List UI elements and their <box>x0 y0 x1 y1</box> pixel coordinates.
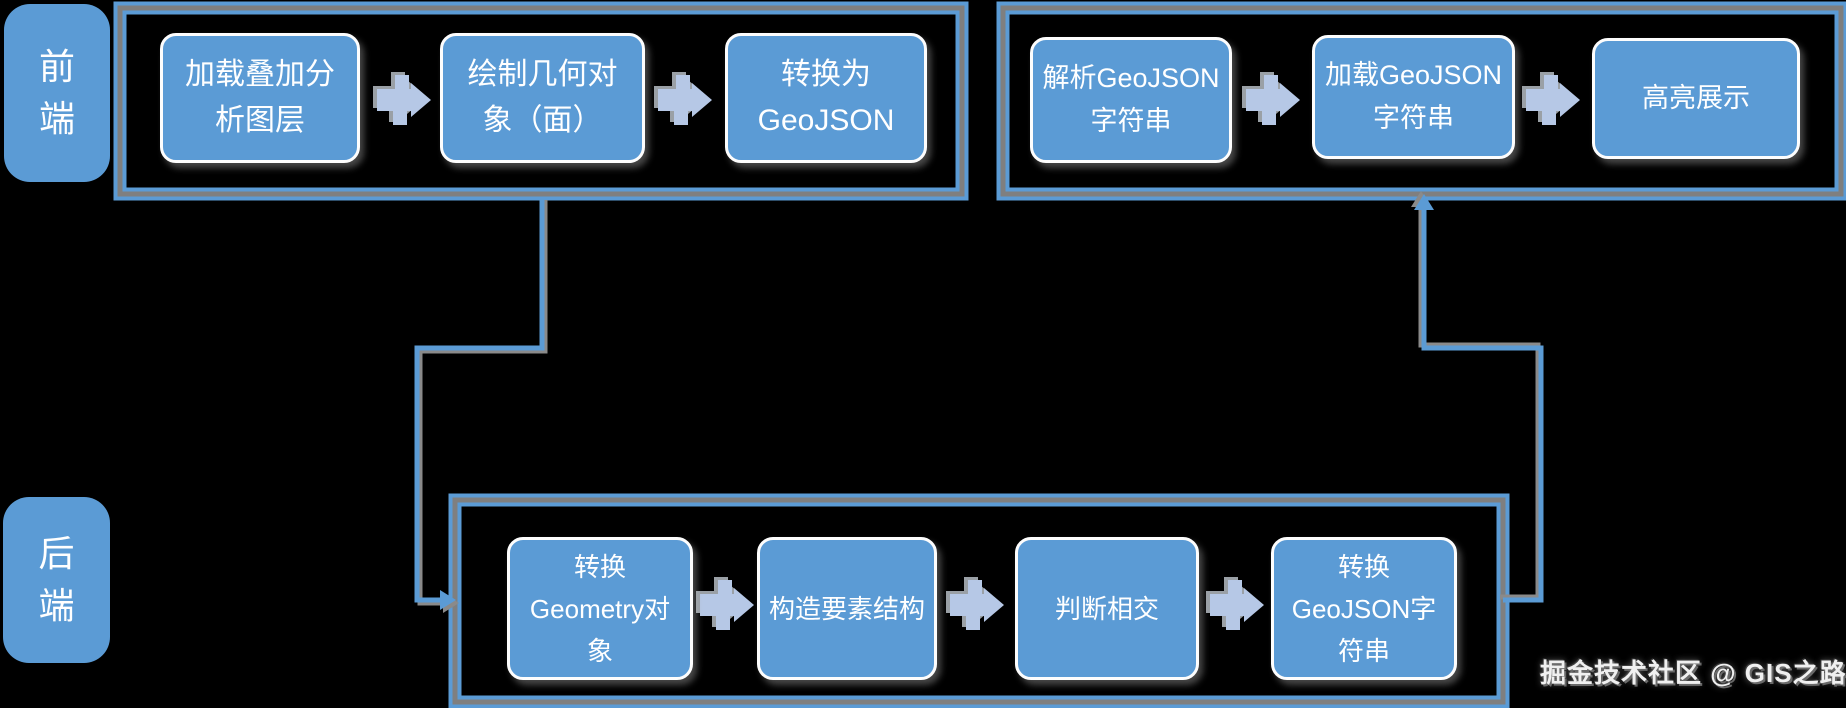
flow-arrow-icon <box>696 577 754 630</box>
flow-arrow-icon <box>1206 577 1264 630</box>
flow-box-convert-geojson-string: 转换 GeoJSON字 符串 <box>1271 537 1457 680</box>
flow-box-judge-intersection: 判断相交 <box>1015 537 1199 680</box>
connector-frontend-to-backend <box>414 197 548 613</box>
flow-arrow-icon <box>373 72 431 125</box>
flow-box-convert-to-geojson: 转换为 GeoJSON <box>725 33 927 163</box>
lane-label-backend: 后端 <box>3 497 110 663</box>
flow-arrow-icon <box>654 72 712 125</box>
arrowhead-up-icon <box>1414 194 1434 210</box>
flow-box-highlight-display: 高亮展示 <box>1592 38 1800 159</box>
connector-backend-to-frontend <box>1411 191 1544 603</box>
flow-box-convert-geometry-object: 转换 Geometry对 象 <box>507 537 693 680</box>
flow-box-parse-geojson-string: 解析GeoJSON 字符串 <box>1030 37 1232 163</box>
frontend-left-group-frame <box>113 1 969 201</box>
flow-box-draw-geometry: 绘制几何对 象（面） <box>440 33 645 163</box>
flow-arrow-icon <box>1522 72 1580 125</box>
watermark-text: 掘金技术社区 @ GIS之路 <box>1540 658 1846 688</box>
lane-label-frontend-text: 前端 <box>38 46 75 139</box>
flow-box-load-overlay-layer: 加载叠加分 析图层 <box>160 33 360 163</box>
arrowhead-right-icon <box>440 590 456 610</box>
flow-arrow-icon <box>1242 72 1300 125</box>
lane-label-frontend: 前端 <box>4 4 110 182</box>
lane-label-backend-text: 后端 <box>38 533 75 626</box>
flow-arrow-icon <box>946 577 1004 630</box>
flow-box-load-geojson-string: 加载GeoJSON 字符串 <box>1312 35 1515 159</box>
flow-box-build-feature-structure: 构造要素结构 <box>757 537 937 680</box>
